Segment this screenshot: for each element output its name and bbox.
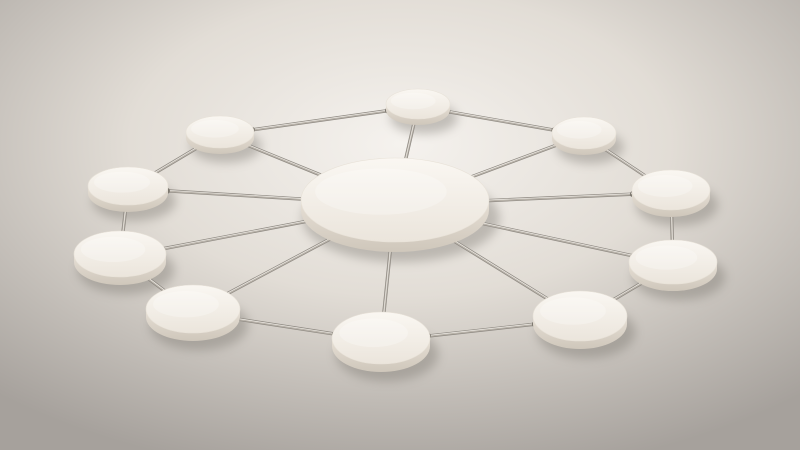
- ring-connector: [235, 317, 337, 336]
- ring-connector: [150, 144, 201, 177]
- spoke-connector: [165, 189, 306, 201]
- node-n3: [631, 169, 711, 217]
- spoke-connector: [485, 192, 635, 203]
- ring-connector: [250, 108, 390, 132]
- spoke-connector: [465, 142, 561, 181]
- node-n9: [87, 166, 169, 212]
- node-n5: [532, 290, 628, 349]
- node-n2: [551, 116, 617, 155]
- node-n1: [385, 88, 451, 125]
- node-n7: [145, 284, 241, 341]
- ring-connector: [609, 279, 647, 303]
- node-n4: [628, 239, 718, 291]
- spoke-connector: [160, 218, 313, 251]
- node-n10: [185, 115, 255, 154]
- spoke-connector: [446, 235, 552, 303]
- ring-connector: [426, 322, 537, 338]
- spoke-connector: [243, 142, 328, 179]
- spoke-connector: [403, 119, 417, 165]
- node-n8: [73, 230, 167, 285]
- ring-connector: [601, 146, 650, 180]
- ring-connector: [445, 109, 557, 132]
- nodes-layer: [73, 88, 718, 372]
- node-n6: [331, 311, 431, 372]
- spoke-connector: [381, 243, 393, 318]
- spoke-connector: [222, 234, 338, 297]
- center-hub: [300, 157, 490, 252]
- spoke-connector: [475, 220, 636, 258]
- connectors-layer: [119, 107, 676, 340]
